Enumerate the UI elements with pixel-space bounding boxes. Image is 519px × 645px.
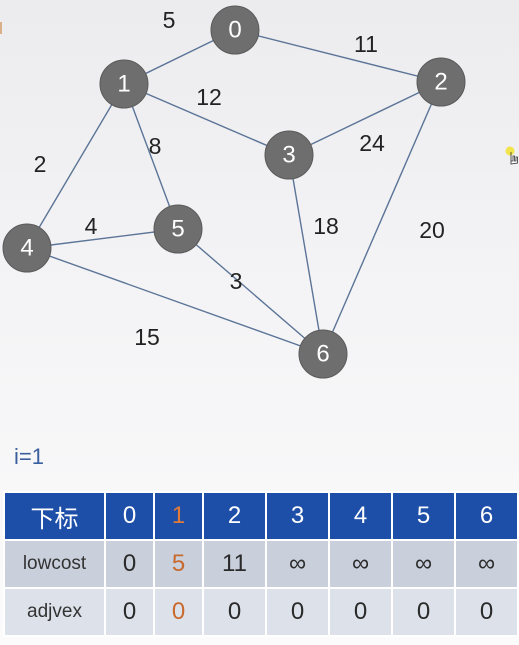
edge-4-5: [26, 228, 179, 249]
header-cell-3: 3: [267, 493, 328, 539]
adjvex-cell-3: 0: [267, 589, 328, 635]
adjvex-cell-5: 0: [393, 589, 454, 635]
edge-weight-4-5: 4: [85, 213, 98, 239]
hand-cursor-icon: [505, 146, 518, 165]
lowcost-cell-2: 11: [204, 541, 265, 587]
node-circle-5: [153, 204, 203, 254]
table-row-adjvex: adjvex 0 0 0 0 0 0 0: [5, 589, 517, 635]
lowcost-cell-1: 5: [155, 541, 202, 587]
edge-weight-3-6: 18: [313, 213, 339, 239]
prim-table: 下标 0 1 2 3 4 5 6 lowcost 0 5 11 ∞ ∞ ∞ ∞ …: [3, 491, 519, 637]
node-circle-6: [298, 329, 348, 379]
edge-weight-0-2: 11: [354, 31, 378, 57]
edge-weight-4-6: 15: [134, 324, 160, 350]
node-3: 3: [264, 130, 314, 180]
edge-weight-1-3: 12: [196, 84, 222, 110]
edge-3-2: [288, 81, 442, 156]
edge-1-4: [26, 83, 125, 249]
header-cell-6: 6: [456, 493, 517, 539]
node-circle-1: [99, 59, 149, 109]
lowcost-cell-3: ∞: [267, 541, 328, 587]
edge-1-3: [123, 83, 290, 156]
node-2: 2: [416, 57, 466, 107]
edge-0-2: [234, 29, 442, 83]
header-cell-2: 2: [204, 493, 265, 539]
lowcost-cell-0: 0: [106, 541, 153, 587]
row-label-adjvex: adjvex: [5, 589, 104, 635]
adjvex-cell-1: 0: [155, 589, 202, 635]
adjvex-cell-2: 0: [204, 589, 265, 635]
edge-weight-1-4: 2: [34, 151, 47, 177]
edge-weight-1-5: 8: [149, 133, 162, 159]
edge-3-6: [288, 154, 324, 355]
adjvex-cell-4: 0: [330, 589, 391, 635]
row-label-lowcost: lowcost: [5, 541, 104, 587]
edge-weight-5-6: 3: [230, 268, 243, 294]
node-4: 4: [2, 223, 52, 273]
adjvex-cell-0: 0: [106, 589, 153, 635]
node-0: 0: [210, 5, 260, 55]
edge-weight-2-6: 20: [419, 217, 445, 243]
node-circle-3: [264, 130, 314, 180]
node-label-5: 5: [171, 216, 184, 243]
node-circle-4: [2, 223, 52, 273]
node-label-0: 0: [228, 17, 241, 44]
lowcost-cell-5: ∞: [393, 541, 454, 587]
edge-weight-3-2: 24: [359, 130, 385, 156]
node-circle-2: [416, 57, 466, 107]
edge-4-6: [26, 247, 324, 355]
node-label-4: 4: [20, 235, 33, 262]
node-label-6: 6: [316, 341, 329, 368]
node-label-2: 2: [434, 69, 447, 96]
header-cell-4: 4: [330, 493, 391, 539]
header-cell-1: 1: [155, 493, 202, 539]
table-row-lowcost: lowcost 0 5 11 ∞ ∞ ∞ ∞: [5, 541, 517, 587]
header-cell-5: 5: [393, 493, 454, 539]
edge-5-6: [177, 228, 324, 355]
lowcost-cell-6: ∞: [456, 541, 517, 587]
adjvex-cell-6: 0: [456, 589, 517, 635]
edge-mark: [0, 22, 2, 34]
node-label-1: 1: [117, 71, 130, 98]
header-cell-label: 下标: [5, 493, 104, 539]
edge-weight-1-0: 5: [163, 7, 176, 33]
node-circle-0: [210, 5, 260, 55]
node-label-3: 3: [282, 142, 295, 169]
iteration-label: i=1: [14, 444, 44, 469]
lowcost-cell-4: ∞: [330, 541, 391, 587]
node-1: 1: [99, 59, 149, 109]
edge-1-5: [123, 83, 179, 230]
table-header-row: 下标 0 1 2 3 4 5 6: [5, 493, 517, 539]
edge-2-6: [322, 81, 442, 355]
node-5: 5: [153, 204, 203, 254]
node-6: 6: [298, 329, 348, 379]
header-cell-0: 0: [106, 493, 153, 539]
